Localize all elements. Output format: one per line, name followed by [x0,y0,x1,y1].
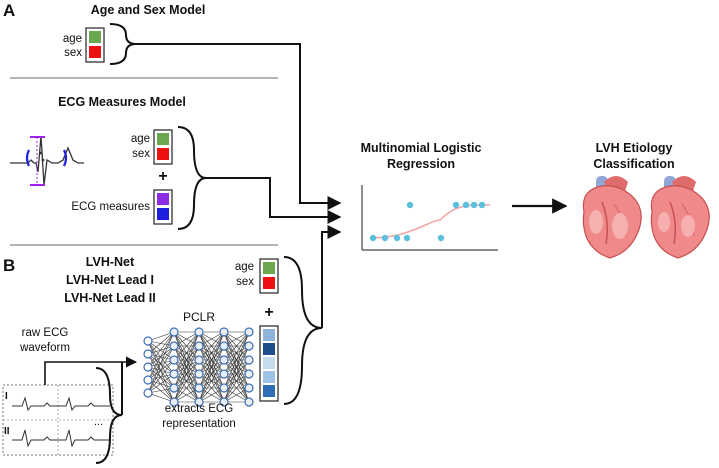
ecg-measures-label: ECG measures [71,201,150,213]
neuron [169,355,179,365]
b-age-sex-input-box [259,258,279,294]
b-age-label: age [235,261,254,273]
age-label: age [63,33,82,45]
embedding-cell [263,385,275,397]
neuron [143,362,153,372]
neuron [143,375,153,385]
neuron [194,327,204,337]
b-inputs-arrow [321,225,342,328]
b-sex-label: sex [236,276,254,288]
ecg-measures-brace [177,126,207,230]
embedding-cell [263,357,275,369]
neuron [169,341,179,351]
neuron [244,355,254,365]
embedding-cell [263,343,275,355]
neuron [194,355,204,365]
neuron [143,349,153,359]
regression-point [406,201,414,209]
model-name-1: LVH-Net [86,255,135,269]
ecg-plus-sign: + [158,168,167,185]
neuron [194,369,204,379]
neuron [194,383,204,393]
raw-ecg-label-line2: waveform [19,342,70,354]
heart-icon-1 [582,176,642,259]
regression-point [437,234,445,242]
ecg-age-label: age [131,133,150,145]
neuron [219,369,229,379]
waveform-ellipsis: ... [94,416,103,428]
neuron [194,341,204,351]
regression-point [452,201,460,209]
neuron [244,397,254,407]
output-title-line2: Classification [593,157,674,171]
neuron [244,327,254,337]
raw-ecg-label-line1: raw ECG [22,327,69,339]
ecg-age-sex-input-box [153,129,173,165]
network-caption-line2: representation [162,418,236,430]
neuron [219,397,229,407]
neuron [194,397,204,407]
panel-b-letter: B [3,256,15,275]
ecg-beat-icon [10,135,84,186]
neuron [244,383,254,393]
neuron [219,341,229,351]
pclr-label: PCLR [183,310,215,324]
output-title-line1: LVH Etiology [596,141,673,155]
lead-label-ii: II [4,426,10,437]
neuron [169,383,179,393]
model-name-3: LVH-Net Lead II [64,291,155,305]
b-inputs-brace [283,256,323,405]
age-sex-arrow [136,43,342,210]
regression-point [478,201,486,209]
neuron [219,327,229,337]
neuron [169,327,179,337]
panel-a-letter: A [3,1,15,20]
regression-title-line2: Regression [387,157,455,171]
ecg-measures-arrow [206,177,342,224]
ecg-measures-model-title: ECG Measures Model [58,95,186,109]
age-sex-model-title: Age and Sex Model [91,3,206,17]
neuron [169,397,179,407]
neuron [244,369,254,379]
regression-point [470,201,478,209]
regression-point [381,234,389,242]
ecg-sex-label: sex [132,148,150,160]
raw-ecg-waveform-panel [2,384,114,456]
lead-label-i: I [5,391,8,402]
neuron [219,355,229,365]
embedding-cell [263,371,275,383]
b-plus-sign: + [264,304,273,321]
regression-point [403,234,411,242]
regression-title-line1: Multinomial Logistic [361,141,482,155]
ecg-representation-vector [259,325,279,402]
age-sex-brace [109,23,137,65]
sex-label: sex [64,47,82,59]
raw-ecg-arrow [44,356,138,385]
neuron [244,341,254,351]
regression-point [393,234,401,242]
ecg-measures-input-box [153,189,173,225]
regression-point [369,234,377,242]
model-name-2: LVH-Net Lead I [66,273,154,287]
pclr-network [143,327,254,407]
network-caption-line1: extracts ECG [165,403,233,415]
neuron [219,383,229,393]
neuron [143,388,153,398]
age-sex-input-box [85,27,105,63]
neuron [143,336,153,346]
heart-icon-2 [650,176,710,259]
embedding-cell [263,329,275,341]
neuron [169,369,179,379]
logistic-curve-plot [361,185,498,251]
regression-point [462,201,470,209]
